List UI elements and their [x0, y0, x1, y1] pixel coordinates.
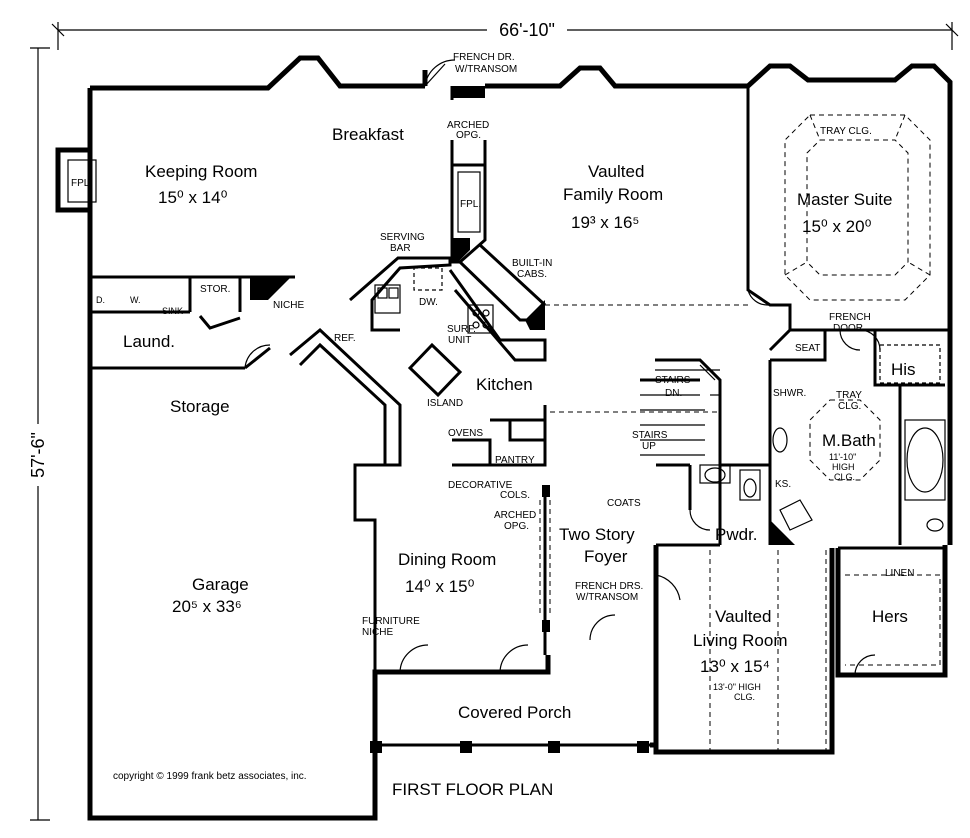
furniture-niche-note-1: FURNITURE — [362, 616, 420, 627]
width-dimension: 66'-10" — [499, 20, 555, 40]
master-suite-label: Master Suite — [797, 190, 892, 209]
serving-bar-note-2: BAR — [390, 243, 411, 254]
laundry-label: Laund. — [123, 332, 175, 351]
stairs-up-note-2: UP — [642, 441, 656, 452]
pantry-note: PANTRY — [495, 455, 535, 466]
family-room-label-2: Family Room — [563, 185, 663, 204]
plan-title: FIRST FLOOR PLAN — [392, 780, 553, 799]
mbath-clg-note-3: CLG. — [834, 472, 855, 482]
tray-note-1: TRAY — [836, 390, 862, 401]
tray-note-2: CLG. — [838, 401, 861, 412]
hers-label: Hers — [872, 607, 908, 626]
french-drs-note-2: W/TRANSOM — [576, 592, 638, 603]
serving-bar-note-1: SERVING — [380, 232, 425, 243]
exterior-walls — [87, 55, 953, 821]
arched-opg2-note-1: ARCHED — [494, 510, 536, 521]
stairs-dn-note-2: DN. — [665, 388, 682, 399]
stairs-up-note-1: STAIRS — [632, 430, 668, 441]
living-clg-note-1: 13'-0" HIGH — [713, 682, 761, 692]
arched-opg2-note-2: OPG. — [504, 521, 529, 532]
dining-room-label: Dining Room — [398, 550, 496, 569]
storage-label: Storage — [170, 397, 230, 416]
porch-label: Covered Porch — [458, 703, 571, 722]
mbath-label: M.Bath — [822, 431, 876, 450]
niche-note: NICHE — [273, 300, 304, 311]
garage-size: 20⁵ x 33⁶ — [172, 597, 242, 616]
seat-note: SEAT — [795, 343, 820, 354]
decorative-cols-note-2: COLS. — [500, 490, 530, 501]
breakfast-label: Breakfast — [332, 125, 404, 144]
ks-note: KS. — [775, 479, 791, 490]
surf-unit-note-2: UNIT — [448, 335, 471, 346]
garage-label: Garage — [192, 575, 249, 594]
shwr-note: SHWR. — [773, 388, 806, 399]
arched-opg-note-1: ARCHED — [447, 120, 489, 131]
linen-note: LINEN — [885, 568, 914, 579]
dryer-note: D. — [96, 295, 105, 305]
builtin-cabs-note-2: CABS. — [517, 269, 547, 280]
washer-note: W. — [130, 295, 141, 305]
ref-note: REF. — [334, 333, 356, 344]
keeping-fpl-note: FPL. — [71, 178, 92, 189]
mbath-clg-note-2: HIGH — [832, 462, 855, 472]
family-room-size: 19³ x 16⁵ — [571, 213, 639, 232]
french-dr-note-1: FRENCH DR. — [453, 52, 515, 63]
stor-note: STOR. — [200, 284, 230, 295]
doors — [244, 59, 881, 676]
french-drs-note-1: FRENCH DRS. — [575, 581, 643, 592]
keeping-room-size: 15⁰ x 14⁰ — [158, 188, 228, 207]
depth-dimension: 57'-6" — [28, 432, 48, 478]
living-room-label-2: Living Room — [693, 631, 788, 650]
arched-opg-note-2: OPG. — [456, 130, 481, 141]
stairs-dn-note-1: STAIRS — [655, 375, 691, 386]
surf-unit-note-1: SURF. — [447, 324, 476, 335]
dw-note: DW. — [419, 297, 438, 308]
sink-note: SINK — [162, 306, 183, 316]
decorative-cols-note-1: DECORATIVE — [448, 480, 513, 491]
copyright-text: copyright © 1999 frank betz associates, … — [113, 771, 307, 782]
keeping-fireplace — [55, 147, 97, 213]
coats-note: COATS — [607, 498, 641, 509]
family-room-label-1: Vaulted — [588, 162, 644, 181]
master-suite-size: 15⁰ x 20⁰ — [802, 217, 872, 236]
foyer-label-2: Foyer — [584, 547, 628, 566]
mbath-clg-note-1: 11'-10" — [829, 452, 856, 462]
pwdr-label: Pwdr. — [715, 525, 758, 544]
porch-outline — [370, 741, 650, 753]
living-room-label-1: Vaulted — [715, 607, 771, 626]
kitchen-label: Kitchen — [476, 375, 533, 394]
foyer-label-1: Two Story — [559, 525, 635, 544]
furniture-niche-note-2: NICHE — [362, 627, 393, 638]
his-label: His — [891, 360, 916, 379]
family-fpl-note: FPL. — [460, 199, 481, 210]
ovens-note: OVENS — [448, 428, 483, 439]
living-room-size: 13⁰ x 15⁴ — [700, 657, 770, 676]
interior-walls — [90, 86, 950, 750]
french-dr-note-2: W/TRANSOM — [455, 64, 517, 75]
tray-clg-note: TRAY CLG. — [820, 126, 872, 137]
french-door-note-2: DOOR — [833, 323, 863, 334]
keeping-room-label: Keeping Room — [145, 162, 257, 181]
builtin-cabs-note-1: BUILT-IN — [512, 258, 552, 269]
island-note: ISLAND — [427, 398, 463, 409]
living-clg-note-2: CLG. — [734, 692, 755, 702]
french-door-note-1: FRENCH — [829, 312, 871, 323]
dining-room-size: 14⁰ x 15⁰ — [405, 577, 475, 596]
